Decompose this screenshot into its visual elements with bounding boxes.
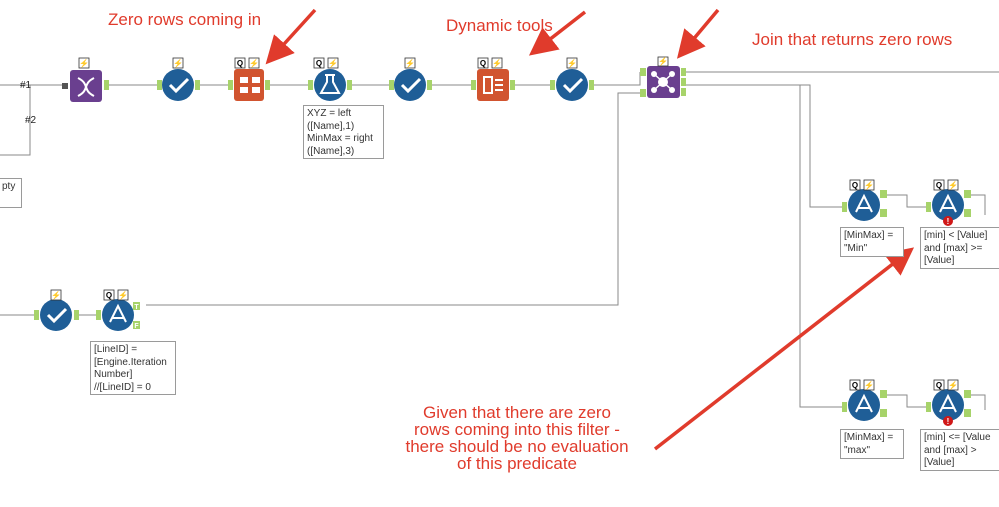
select-tool-1[interactable]: ⚡ bbox=[157, 57, 200, 101]
box-line: ([Name],1) bbox=[307, 120, 355, 132]
svg-text:!: ! bbox=[947, 217, 950, 226]
svg-text:⚡: ⚡ bbox=[173, 58, 183, 68]
box-line: [min] <= [Value bbox=[924, 432, 991, 443]
f-anchor-label: F bbox=[134, 323, 139, 330]
dynamic-rename-tool[interactable]: Q ⚡ bbox=[228, 57, 270, 101]
q-badge: Q bbox=[852, 381, 858, 390]
box-line: and [max] > bbox=[924, 444, 977, 456]
svg-text:⚡: ⚡ bbox=[328, 58, 338, 68]
annotation-join-zero-rows: Join that returns zero rows bbox=[752, 30, 953, 49]
svg-text:⚡: ⚡ bbox=[864, 380, 874, 390]
box-line: "max" bbox=[844, 444, 870, 456]
annotation-line: Given that there are zero bbox=[422, 403, 612, 422]
wire-join-right-input bbox=[146, 92, 640, 306]
connection-label-2: #2 bbox=[25, 115, 37, 126]
box-line: and [max] >= bbox=[924, 242, 983, 254]
q-badge: Q bbox=[480, 59, 486, 68]
dynamic-select-tool[interactable]: Q ⚡ bbox=[471, 57, 515, 101]
annotation-zero-rows: Zero rows coming in bbox=[108, 10, 262, 29]
q-badge: Q bbox=[936, 181, 942, 190]
select-tool-4[interactable]: ⚡ bbox=[34, 289, 79, 331]
lineid-filter-box: [LineID] = [Engine.Iteration Number] //[… bbox=[90, 341, 176, 395]
svg-text:⚡: ⚡ bbox=[405, 58, 415, 68]
connection-label-1: #1 bbox=[20, 80, 32, 91]
svg-text:⚡: ⚡ bbox=[492, 58, 502, 68]
box-line: [Value] bbox=[924, 457, 955, 468]
warning-icon bbox=[943, 416, 953, 426]
wires bbox=[0, 71, 999, 410]
minmax-min-box: [MinMax] = "Min" bbox=[840, 227, 904, 257]
wire-input-2 bbox=[0, 85, 31, 156]
box-line: [LineID] = bbox=[94, 344, 138, 355]
arrow-join bbox=[676, 8, 720, 59]
dynamic-input-tool[interactable]: ⚡ bbox=[62, 57, 109, 102]
svg-text:!: ! bbox=[947, 417, 950, 426]
box-line: [min] < [Value] bbox=[924, 230, 988, 241]
filter-tool-min[interactable]: Q ⚡ bbox=[842, 179, 887, 221]
range-filter-box-1: [min] < [Value] and [max] >= [Value] bbox=[920, 227, 999, 269]
box-line: ([Name],3) bbox=[307, 145, 355, 157]
svg-text:⚡: ⚡ bbox=[79, 58, 89, 68]
svg-text:⚡: ⚡ bbox=[118, 290, 128, 300]
filter-tool-lineid[interactable]: T F Q ⚡ bbox=[96, 289, 140, 331]
svg-text:⚡: ⚡ bbox=[249, 58, 259, 68]
annotation-given-zero-rows: Given that there are zero rows coming in… bbox=[386, 404, 648, 472]
box-line: "Min" bbox=[844, 242, 868, 254]
annotation-line: there should be no evaluation bbox=[405, 437, 629, 456]
minmax-max-box: [MinMax] = "max" bbox=[840, 429, 904, 459]
box-line: Number] bbox=[94, 369, 133, 380]
svg-text:⚡: ⚡ bbox=[51, 290, 61, 300]
arrow-filter-predicate bbox=[653, 247, 915, 451]
box-line: [Engine.Iteration bbox=[94, 356, 167, 368]
q-badge: Q bbox=[237, 59, 243, 68]
select-tool-3[interactable]: ⚡ bbox=[550, 57, 594, 101]
join-tool[interactable]: ⚡ bbox=[640, 56, 686, 98]
svg-text:⚡: ⚡ bbox=[948, 180, 958, 190]
arrow-zero-rows bbox=[265, 8, 317, 65]
wire-join-output-branch bbox=[685, 84, 845, 408]
select-tool-2[interactable]: ⚡ bbox=[389, 57, 432, 101]
annotation-dynamic-tools: Dynamic tools bbox=[446, 16, 553, 35]
filter-tool-range-2[interactable]: ! Q ⚡ bbox=[926, 379, 971, 426]
wire-join-output-l bbox=[685, 84, 845, 208]
formula-tool[interactable]: Q ⚡ bbox=[308, 57, 352, 101]
q-badge: Q bbox=[936, 381, 942, 390]
q-badge: Q bbox=[852, 181, 858, 190]
box-line: [Value] bbox=[924, 255, 955, 266]
box-line: [MinMax] = bbox=[844, 432, 894, 443]
filter-tool-max[interactable]: Q ⚡ bbox=[842, 379, 887, 421]
partial-empty-box: pty bbox=[0, 178, 22, 208]
svg-text:⚡: ⚡ bbox=[864, 180, 874, 190]
box-line: MinMax = right bbox=[307, 133, 373, 144]
q-badge: Q bbox=[316, 59, 322, 68]
svg-text:⚡: ⚡ bbox=[567, 58, 577, 68]
warning-icon bbox=[943, 216, 953, 226]
filter-tool-range-1[interactable]: ! Q ⚡ bbox=[926, 179, 971, 226]
annotation-arrows bbox=[265, 8, 915, 451]
box-line: //[LineID] = 0 bbox=[94, 381, 151, 393]
box-line: XYZ = left bbox=[307, 108, 352, 119]
box-line: pty bbox=[2, 181, 16, 192]
annotation-line: rows coming into this filter - bbox=[414, 420, 620, 439]
arrow-dynamic-tools bbox=[528, 10, 587, 56]
svg-text:⚡: ⚡ bbox=[658, 56, 668, 66]
formula-expression-box: XYZ = left ([Name],1) MinMax = right ([N… bbox=[303, 105, 384, 159]
q-badge: Q bbox=[106, 291, 112, 300]
t-anchor-label: T bbox=[134, 304, 139, 311]
annotation-line: of this predicate bbox=[456, 454, 577, 473]
svg-text:⚡: ⚡ bbox=[948, 380, 958, 390]
range-filter-box-2: [min] <= [Value and [max] > [Value] bbox=[920, 429, 999, 471]
box-line: [MinMax] = bbox=[844, 230, 894, 241]
